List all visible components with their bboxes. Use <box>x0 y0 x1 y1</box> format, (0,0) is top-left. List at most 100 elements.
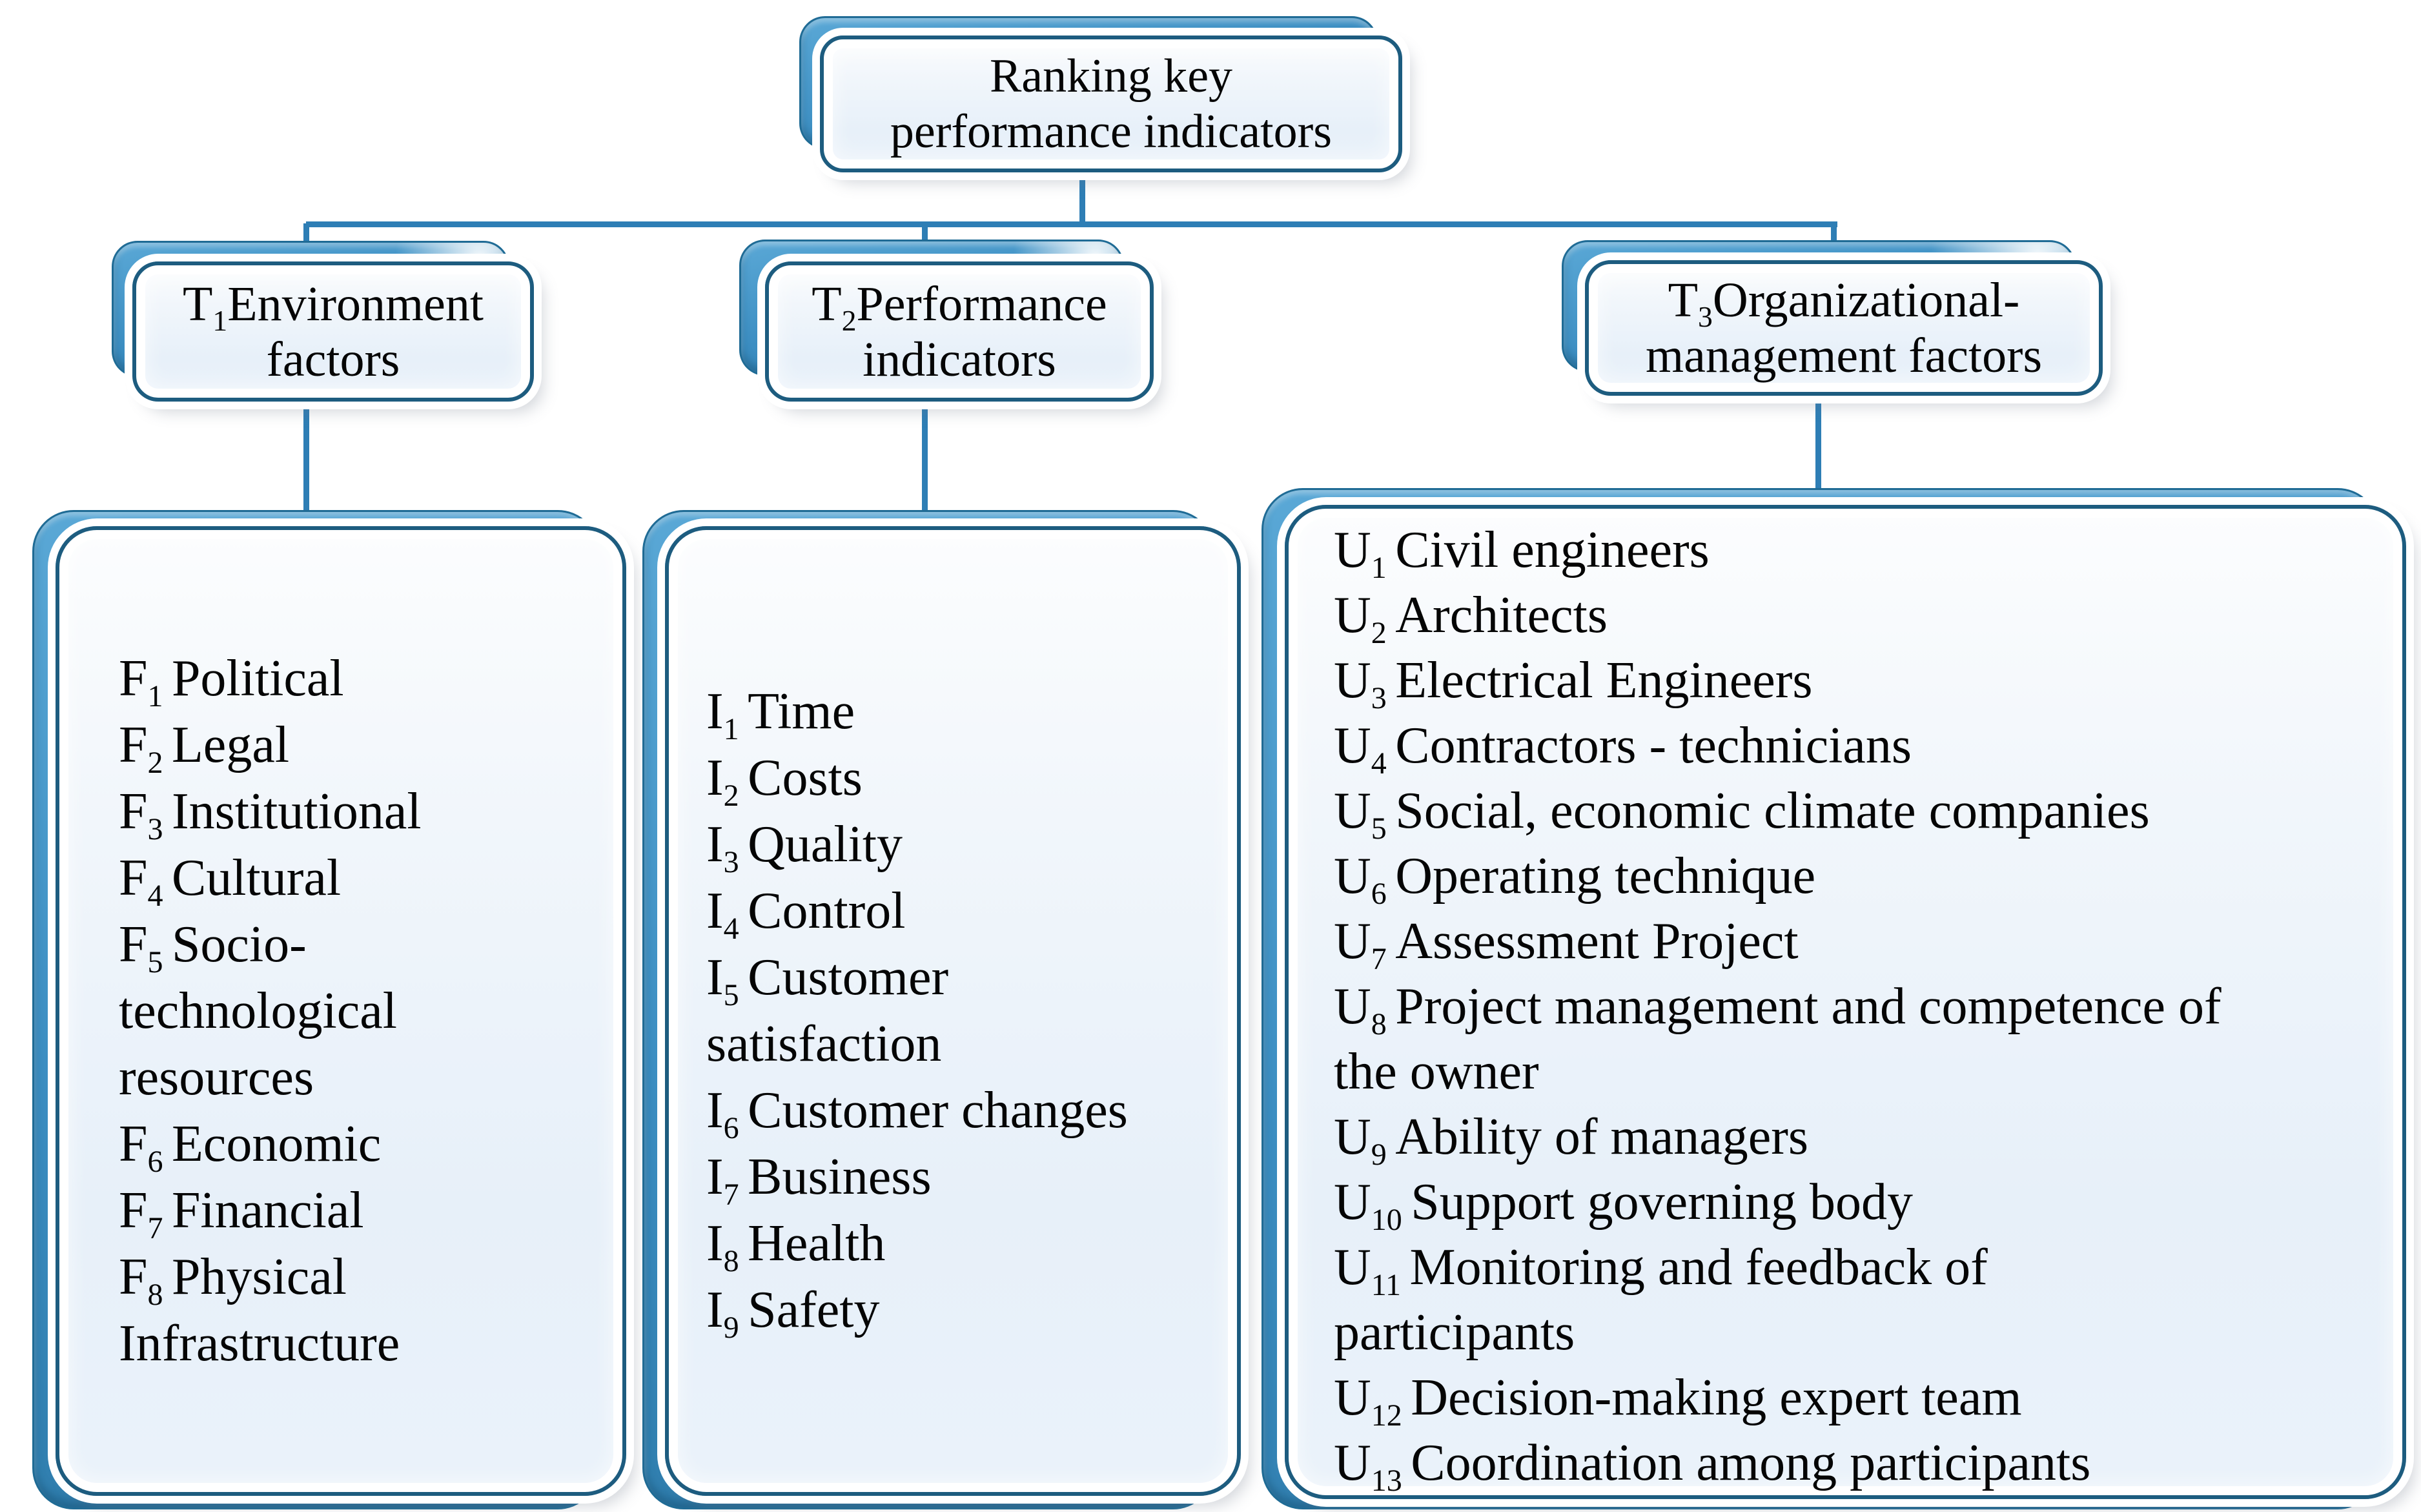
item-key: U <box>1334 1435 1371 1491</box>
item-key: I <box>706 683 724 740</box>
item-key: F <box>119 1248 148 1305</box>
branch-t3-title-text: Organizational- <box>1712 273 2020 327</box>
item-key: F <box>119 1115 148 1172</box>
item-text: Coordination among participants <box>1411 1435 2091 1491</box>
item-continuation-line: resources <box>119 1048 314 1106</box>
item-text: Control <box>748 883 906 939</box>
branch-t3-title-line-1: T3Organizational- <box>1589 272 2099 331</box>
root-title-line-1: Ranking key <box>989 50 1233 103</box>
item-text: Cultural <box>171 849 342 906</box>
item-key: U <box>1334 978 1371 1035</box>
item-subscript: 7 <box>723 1178 739 1212</box>
item-key: U <box>1334 1369 1371 1426</box>
item-key: U <box>1334 1108 1371 1165</box>
branch-t1-key: T <box>182 276 213 331</box>
item-text: Safety <box>748 1282 880 1338</box>
branch-t3-node: T3Organizational- management factors <box>1585 260 2103 396</box>
branch-t3-subscript: 3 <box>1698 300 1713 334</box>
branch-t2-title-line-1: T2Performance <box>769 276 1150 335</box>
item-key: U <box>1334 1174 1371 1231</box>
item-text: Time <box>748 683 855 740</box>
branch-t1-title-text: Environment <box>227 276 484 331</box>
item-continuation-line: Infrastructure <box>119 1314 400 1372</box>
item-key: I <box>706 816 724 873</box>
item-text: Assessment Project <box>1395 913 1799 970</box>
item-subscript: 5 <box>723 978 739 1012</box>
branch-t2-subscript: 2 <box>841 303 857 337</box>
item-subscript: 13 <box>1371 1464 1402 1498</box>
item-text: Political <box>171 649 344 707</box>
item-subscript: 4 <box>723 912 739 946</box>
item-subscript: 11 <box>1371 1268 1401 1302</box>
item-text: Socio- <box>171 915 307 973</box>
item-text: Legal <box>171 716 290 773</box>
item-continuation-line: technological <box>119 982 397 1039</box>
branch-t3-key: T <box>1668 273 1699 327</box>
item-subscript: 2 <box>147 745 163 780</box>
item-text: Costs <box>748 750 863 806</box>
item-subscript: 3 <box>723 845 739 879</box>
item-text: Civil engineers <box>1395 522 1710 578</box>
connector-root-vertical <box>1079 163 1085 225</box>
item-subscript: 6 <box>147 1144 163 1179</box>
item-key: U <box>1334 587 1371 644</box>
connector-drop-t2 <box>922 387 928 520</box>
item-subscript: 4 <box>147 878 163 913</box>
item-subscript: 9 <box>1371 1138 1387 1172</box>
item-key: I <box>706 1149 724 1205</box>
item-text: Financial <box>171 1181 364 1239</box>
item-key: I <box>706 1082 724 1139</box>
item-subscript: 1 <box>147 679 163 713</box>
item-first-line: U13 Coordination among participants <box>1334 1431 2396 1498</box>
root-title-line-2: performance indicators <box>890 105 1333 158</box>
item-text: Ability of managers <box>1395 1108 1809 1165</box>
item-key: I <box>706 949 724 1006</box>
item-subscript: 10 <box>1371 1203 1402 1237</box>
list-item: U13 Coordination among participants <box>1334 1431 2396 1498</box>
connector-drop-t3 <box>1815 383 1821 498</box>
item-text: Health <box>748 1215 886 1272</box>
connector-horizontal-bar <box>306 221 1837 227</box>
item-key: U <box>1334 717 1371 774</box>
item-key: F <box>119 716 148 773</box>
branch-t2-title-text: Performance <box>856 276 1107 331</box>
item-text: Operating technique <box>1395 848 1816 904</box>
branch-t1-title-line-1: T1Environment <box>136 276 530 335</box>
